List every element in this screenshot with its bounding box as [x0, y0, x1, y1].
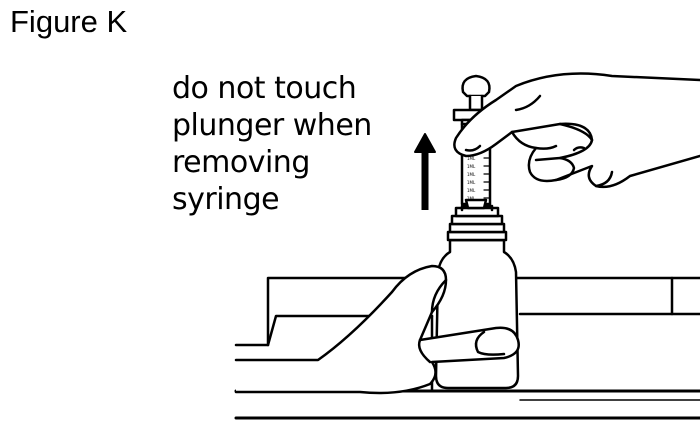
hand-holding-bottle: [234, 264, 520, 395]
scale-mark: 1ML: [467, 164, 476, 169]
arrow-up-icon: [414, 133, 436, 210]
caption-line-1: do not touch: [172, 71, 357, 106]
instruction-caption: do not touch plunger when removing syrin…: [172, 70, 372, 218]
scale-mark: 1ML: [467, 172, 476, 177]
caption-line-4: syringe: [172, 182, 280, 217]
caption-line-2: plunger when: [172, 108, 372, 143]
scale-mark: 1ML: [467, 180, 476, 185]
caption-line-3: removing: [172, 145, 310, 180]
scale-mark: 1ML: [467, 156, 476, 161]
syringe-scale-labels: 1ML 1ML 1ML 1ML 1ML 1ML: [467, 156, 476, 201]
figure-label: Figure K: [10, 4, 128, 39]
scale-mark: 1ML: [467, 196, 476, 201]
scale-mark: 1ML: [467, 188, 476, 193]
hand-pulling-syringe: [453, 72, 700, 189]
